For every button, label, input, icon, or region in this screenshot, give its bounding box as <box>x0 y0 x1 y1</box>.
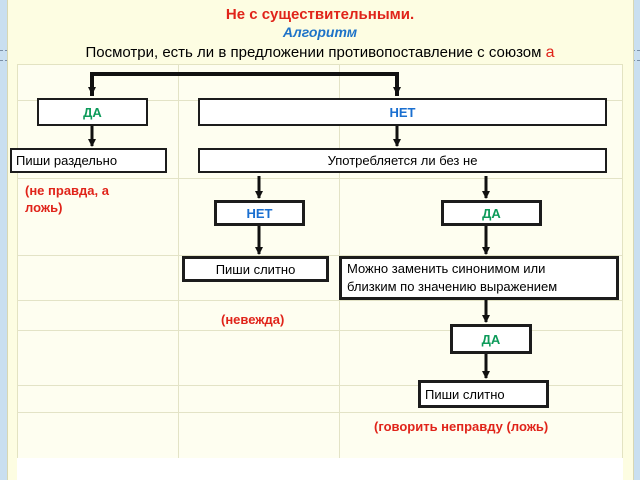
node-yes-top: ДА <box>37 98 148 126</box>
algorithm-question: Посмотри, есть ли в предложении противоп… <box>0 44 640 62</box>
grid-line <box>17 330 623 331</box>
page-title: Не с существительными. <box>225 6 415 23</box>
node-used-without-ne: Употребляется ли без не <box>198 148 607 173</box>
grid-line <box>17 300 623 301</box>
branch-connector <box>90 72 399 96</box>
page-subtitle: Алгоритм <box>282 24 358 40</box>
example-separate-line1: (не правда, а <box>25 183 109 198</box>
question-text: Посмотри, есть ли в предложении противоп… <box>85 44 542 61</box>
node-no-top: НЕТ <box>198 98 607 126</box>
node-synonym: Можно заменить синонимом или близким по … <box>339 256 619 300</box>
grid-line <box>17 178 623 179</box>
node-synonym-line1: Можно заменить синонимом или <box>347 261 546 276</box>
node-write-together-1: Пиши слитно <box>182 256 329 282</box>
example-lie: (говорить неправду (ложь) <box>374 419 549 434</box>
node-synonym-line2: близким по значению выражением <box>347 279 558 294</box>
node-yes-bottom: ДА <box>450 324 532 354</box>
grid-line <box>17 385 623 386</box>
grid-line <box>178 64 179 458</box>
grid-line <box>17 412 623 413</box>
grid-line <box>17 255 623 256</box>
example-ignorant: (невежда) <box>221 312 285 327</box>
node-write-separately: Пиши раздельно <box>10 148 167 173</box>
example-separate: (не правда, а ложь) <box>25 182 109 216</box>
node-no-mid: НЕТ <box>214 200 305 226</box>
question-conjunction: а <box>545 44 555 61</box>
bottom-strip <box>17 458 623 480</box>
node-write-together-2: Пиши слитно <box>418 380 549 408</box>
example-separate-line2: ложь) <box>25 200 63 215</box>
node-yes-mid: ДА <box>441 200 542 226</box>
